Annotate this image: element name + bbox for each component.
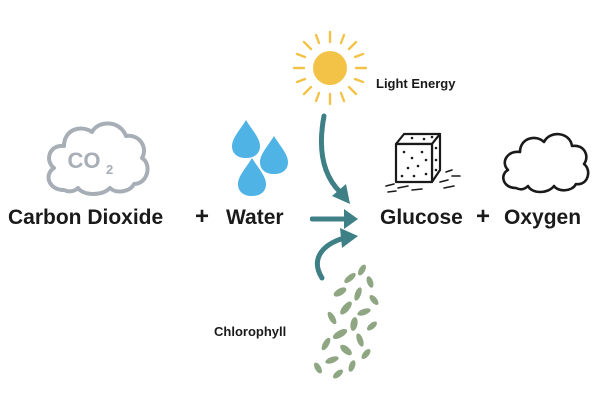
glucose-cube-icon [385,132,461,193]
chlorophyll-arrow-icon [315,228,358,281]
chlorophyll-label: Chlorophyll [214,324,287,339]
water-drops-icon [232,120,288,196]
sun-icon [292,30,368,106]
plus-sign-2: + [476,203,491,230]
co2-formula: CO [68,148,101,173]
light-energy-label: Light Energy [376,76,456,91]
svg-text:CO: CO [68,148,101,173]
oxygen-cloud-icon [502,132,590,194]
svg-text:2: 2 [106,162,113,177]
reactant-carbon-dioxide: Carbon Dioxide [8,206,164,229]
product-oxygen: Oxygen [504,206,582,229]
reactant-water: Water [226,206,284,229]
product-glucose: Glucose [380,206,463,229]
co2-cloud-icon: CO 2 [46,121,150,196]
chlorophyll-leaves-icon [314,264,379,379]
light-energy-arrow-icon [318,113,350,204]
co2-subscript: 2 [106,162,113,177]
plus-sign-1: + [195,203,210,230]
reaction-arrow-icon [310,209,358,229]
